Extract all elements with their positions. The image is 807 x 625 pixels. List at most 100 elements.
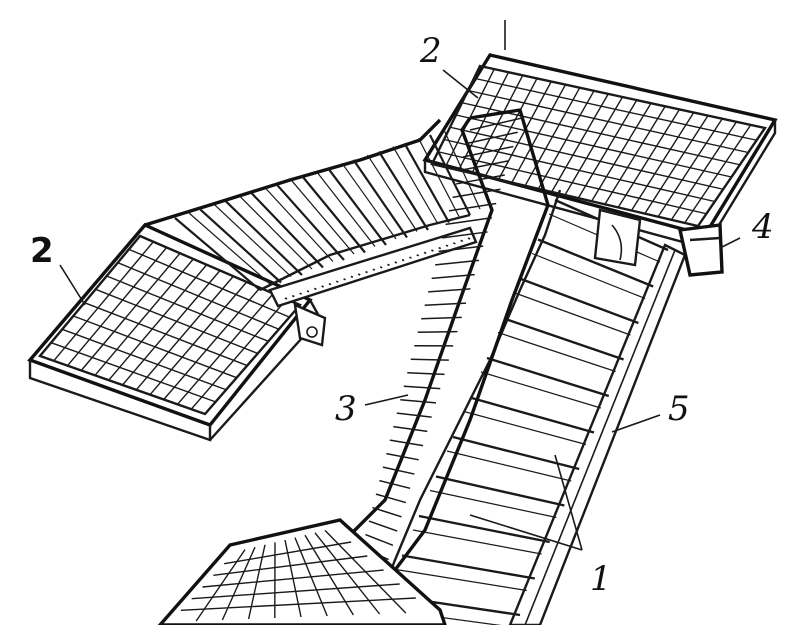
main-flight-tread [452,435,580,471]
grating-bar [94,258,194,376]
main-flight-tread-nosing [463,410,587,446]
beam-rivet [416,254,420,257]
leader-lines [59,20,741,551]
left-flight-tread-edge [214,204,292,277]
left-flight-top-stringer [144,118,442,227]
handrail-baluster [365,533,394,546]
handrail-baluster [462,145,514,158]
bottom-landing [157,518,447,625]
grating-bar [53,241,154,362]
top-landing-inner-rim [430,64,767,228]
handrail-baluster [407,371,445,376]
beam-rivet [357,273,361,276]
grating-bar [128,248,290,318]
beam-rivet [284,297,288,300]
leader-handrail [364,394,409,406]
handrail-baluster [375,493,407,504]
landing-bracket [593,208,642,267]
main-flight-tread [401,554,536,580]
handrail-baluster [403,385,441,390]
main-flight-tread-nosing [497,331,616,373]
handrail-outer-rail [378,108,550,592]
left-landing-front-edge [28,360,212,442]
left-flight-treads [174,129,481,291]
left-landing-bolt [306,326,318,338]
main-flight-tread-nosing [514,292,631,336]
grating-bar [473,77,757,141]
handrail-baluster [445,216,492,226]
landing-beam-end [677,223,724,277]
beam-rivet [467,237,471,240]
main-flight-right-stringer [508,243,687,625]
main-flight-tread [537,238,654,288]
grating-bar [455,114,732,178]
grating-bar [95,288,259,355]
handrail-baluster [400,398,437,404]
grating-bar [121,270,221,386]
left-flight-tread [429,134,471,216]
left-flight-tread-edge [417,138,460,217]
grating-bar [191,583,400,600]
main-flight-tread [469,396,595,434]
handrail-baluster [368,520,398,532]
label-stringer: 5 [668,389,690,429]
grating-bar [467,89,749,154]
left-flight-tread-edge [341,162,397,240]
beam-rivet [401,258,405,262]
grating-bar [149,281,248,396]
leader-tread-b [469,514,583,551]
handrail-baluster [421,316,462,320]
leader-tread-a [554,454,583,551]
landing-bracket-curve [611,224,623,261]
label-left-landing: 2 [30,231,54,271]
main-flight-tread [520,277,639,325]
grating-bar [80,252,181,371]
handrail-baluster [389,439,424,447]
beam-rivet [372,268,376,271]
left-landing [27,222,327,442]
main-flight-tread [435,475,565,507]
left-flight-tread-edge [366,154,418,232]
main-flight-tread-nosing [531,252,646,300]
bottom-landing-grating [180,529,416,622]
handrail-baluster [379,479,411,490]
beam-rivet [394,261,398,264]
main-flight-left-stringer [378,189,562,601]
label-beam: 4 [751,207,774,247]
left-flight-tread [199,208,282,284]
leader-left-landing [59,264,86,306]
handrail-baluster [382,466,415,475]
left-flight-bottom-stringer [259,213,471,292]
main-flight-tread [486,356,610,398]
landing-beam-edge [689,236,721,242]
left-flight [144,118,481,308]
left-landing-grating [50,241,290,410]
beam-rivet [335,280,339,283]
left-flight-tread [276,184,345,261]
grating-bar [443,138,715,203]
main-flight-tread-nosing [446,450,572,482]
label-tread: 1 [590,559,612,599]
left-flight-tread [352,159,408,239]
handrail-baluster [452,188,501,199]
main-flight-tread-nosing [412,529,542,555]
left-flight-tread [327,167,387,246]
label-top-landing: 2 [419,31,442,71]
beam-rivet [387,263,390,267]
left-landing-bracket [293,303,327,347]
grating-bar [106,275,269,342]
handrail-baluster [455,174,505,185]
left-flight-tread-edge [290,179,355,255]
handrail-baluster [466,131,518,145]
beam-rivet [343,278,346,281]
left-flight-tread-edge [265,187,334,262]
left-flight-tread-edge [316,171,376,247]
handrail-baluster [428,288,471,293]
grating-bar [213,555,368,577]
grating-bar [117,262,280,330]
main-flight-tread-nosing [429,489,557,519]
handrail-baluster [435,259,480,266]
leader-beam [719,237,741,249]
